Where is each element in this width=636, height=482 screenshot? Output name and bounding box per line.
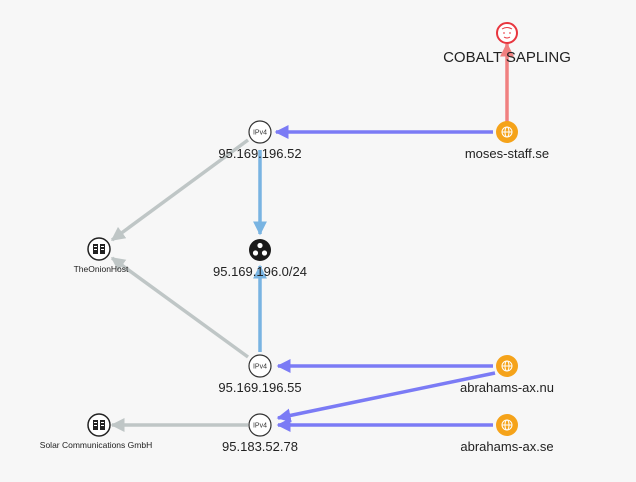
ipv4-icon [248,354,272,378]
ip-52-label: 95.169.196.52 [218,146,301,161]
edge-ip-55-to-onionhost[interactable] [110,256,250,359]
ipv4-icon [248,413,272,437]
node-domain-moses[interactable]: moses-staff.se [465,121,549,161]
network-icon [249,239,271,261]
ipv4-badge: IPv4 [253,130,267,137]
node-ip-52[interactable]: IPv4 95.169.196.52 [218,120,302,161]
threat-actor-icon [496,22,518,44]
ipv4-badge: IPv4 [253,364,267,371]
network-label: 95.169.196.0/24 [213,264,307,279]
edges [110,42,514,432]
host-solar-label: Solar Communications GmbH [40,440,152,450]
actor-mask-icon [501,27,513,39]
node-network[interactable]: 95.169.196.0/24 [213,239,307,279]
ipv4-badge: IPv4 [253,423,267,430]
node-domain-se[interactable]: abrahams-ax.se [460,414,554,454]
node-host-onion[interactable]: TheOnionHost [74,237,129,274]
server-icon [87,237,111,261]
server-icon [87,413,111,437]
node-actor[interactable]: COBALT SAPLING [443,22,571,66]
domain-se-label: abrahams-ax.se [460,439,553,454]
ip-78-label: 95.183.52.78 [222,439,298,454]
ipv4-icon [248,120,272,144]
globe-lines [501,126,513,138]
domain-nu-label: abrahams-ax.nu [460,380,554,395]
node-host-solar[interactable]: Solar Communications GmbH [40,413,152,450]
node-ip-78[interactable]: IPv4 95.183.52.78 [222,413,298,454]
node-ip-55[interactable]: IPv4 95.169.196.55 [218,354,302,395]
node-domain-nu[interactable]: abrahams-ax.nu [460,355,554,395]
edge-ip-52-to-onionhost[interactable] [110,138,250,242]
domain-moses-label: moses-staff.se [465,146,549,161]
ip-55-label: 95.169.196.55 [218,380,301,395]
edge-nu-to-ip-78[interactable] [276,371,496,423]
actor-label: COBALT SAPLING [443,49,571,66]
host-onion-label: TheOnionHost [74,264,129,274]
